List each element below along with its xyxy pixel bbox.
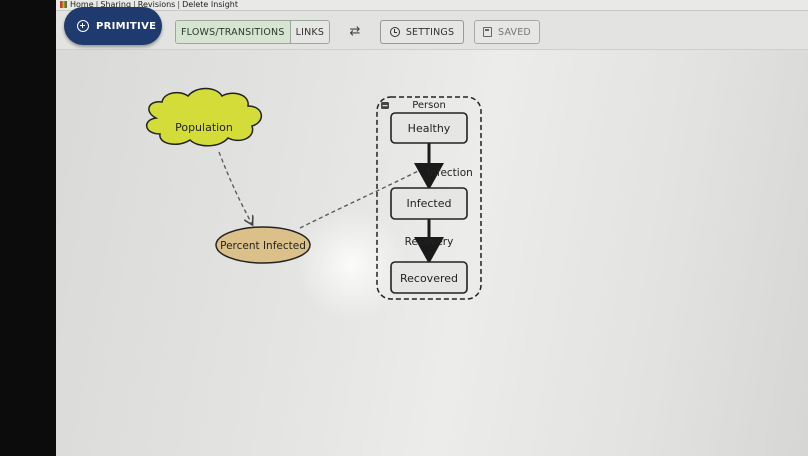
infected-state[interactable]: Infected <box>390 187 468 220</box>
connection-mode-toggle: FLOWS/TRANSITIONS LINKS <box>175 20 331 44</box>
saved-button[interactable]: SAVED <box>474 20 540 44</box>
floppy-disk-icon <box>483 27 493 37</box>
person-agent-label: Person <box>412 100 446 111</box>
population-stock[interactable]: Population <box>146 87 262 147</box>
add-primitive-button[interactable]: PRIMITIVE <box>64 7 162 45</box>
infection-label: Infection <box>427 167 473 179</box>
nav-separator: | <box>177 0 181 9</box>
infected-label: Infected <box>407 197 452 210</box>
model-canvas[interactable]: Population Percent Infected Person Infec… <box>56 0 808 456</box>
healthy-state[interactable]: Healthy <box>390 112 468 144</box>
recovered-label: Recovered <box>400 272 458 285</box>
flows-transitions-tab[interactable]: FLOWS/TRANSITIONS <box>176 21 291 43</box>
nav-home-link[interactable]: Home <box>70 0 94 9</box>
top-nav: Home|Sharing|Revisions|Delete Insight <box>56 0 808 11</box>
recovery-transition[interactable]: Recovery <box>405 219 454 264</box>
person-agent-container[interactable]: Person <box>376 96 482 300</box>
settings-button[interactable]: SETTINGS <box>380 20 464 44</box>
percent-infected-label: Percent Infected <box>220 240 306 252</box>
toolbar: FLOWS/TRANSITIONS LINKS ⇄ SETTINGS SAVED <box>56 11 808 50</box>
nav-delete-insight-link[interactable]: Delete Insight <box>182 0 238 9</box>
clock-icon <box>389 27 400 37</box>
swap-icon[interactable]: ⇄ <box>349 24 361 39</box>
healthy-label: Healthy <box>408 122 451 135</box>
infection-transition[interactable]: Infection <box>414 143 473 190</box>
recovery-label: Recovery <box>405 236 454 248</box>
percent-infected-variable[interactable]: Percent Infected <box>215 226 311 264</box>
app-screen: Home|Sharing|Revisions|Delete Insight FL… <box>56 0 808 456</box>
plus-icon <box>77 20 89 32</box>
nav-separator: | <box>95 0 99 9</box>
saved-label: SAVED <box>498 26 531 38</box>
nav-revisions-link[interactable]: Revisions <box>137 0 176 9</box>
links-tab[interactable]: LINKS <box>290 21 330 43</box>
recovered-state[interactable]: Recovered <box>390 261 468 294</box>
primitive-label: PRIMITIVE <box>96 20 157 32</box>
app-logo-icon <box>60 1 67 8</box>
settings-label: SETTINGS <box>405 26 455 38</box>
link-population-to-percent[interactable] <box>218 151 252 224</box>
nav-sharing-link[interactable]: Sharing <box>100 0 132 9</box>
nav-separator: | <box>133 0 136 9</box>
population-label: Population <box>175 121 233 134</box>
